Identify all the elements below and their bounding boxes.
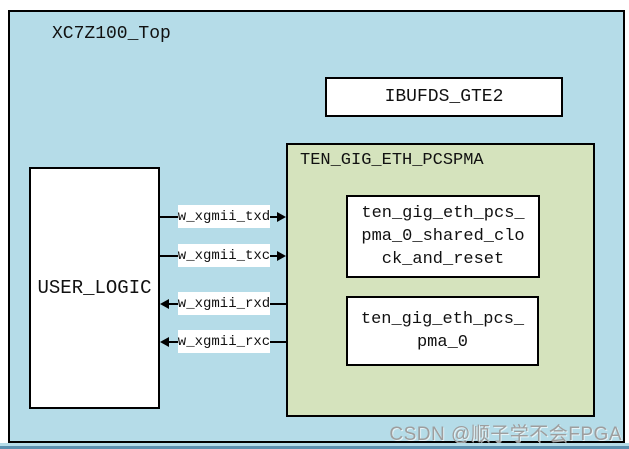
pcs-pma-0-block: ten_gig_eth_pcs_ pma_0 — [346, 296, 539, 366]
ibufds-gte2-label: IBUFDS_GTE2 — [384, 87, 504, 107]
pcs-pma-0-label: ten_gig_eth_pcs_ pma_0 — [360, 310, 525, 352]
arrowhead-left-rxc-icon — [160, 337, 169, 347]
signal-label-txc: w_xgmii_txc — [178, 244, 270, 267]
pcspma-block: TEN_GIG_ETH_PCSPMA ten_gig_eth_pcs_ pma_… — [286, 143, 595, 417]
bottom-strip-dark — [0, 446, 629, 449]
signal-label-rxd: w_xgmii_rxd — [178, 292, 270, 315]
arrowhead-left-rxd-icon — [160, 299, 169, 309]
signal-label-txd: w_xgmii_txd — [178, 205, 270, 228]
user-logic-label: USER_LOGIC — [37, 277, 152, 299]
bottom-strip-light — [0, 443, 629, 446]
csdn-watermark: CSDN @顺子学不会FPGA — [389, 424, 622, 445]
arrowhead-right-txc-icon — [277, 251, 286, 261]
ibufds-gte2-block: IBUFDS_GTE2 — [325, 77, 563, 117]
user-logic-block: USER_LOGIC — [29, 167, 160, 409]
shared-clock-and-reset-block: ten_gig_eth_pcs_ pma_0_shared_clo ck_and… — [346, 195, 540, 278]
pcspma-label: TEN_GIG_ETH_PCSPMA — [300, 151, 484, 170]
top-module-title: XC7Z100_Top — [52, 24, 171, 44]
shared-clock-and-reset-label: ten_gig_eth_pcs_ pma_0_shared_clo ck_and… — [361, 204, 525, 269]
signal-label-rxc: w_xgmii_rxc — [178, 330, 270, 353]
arrowhead-right-txd-icon — [277, 212, 286, 222]
